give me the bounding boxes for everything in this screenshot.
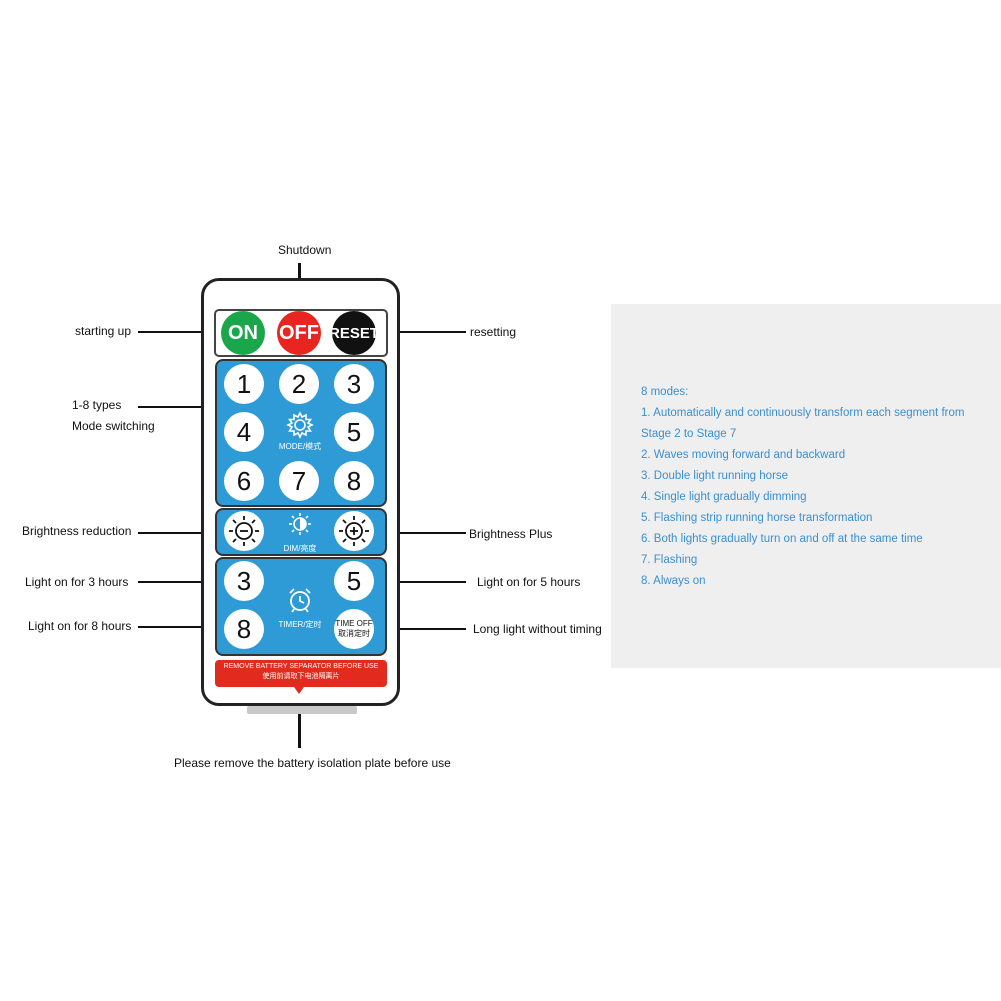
brightness-plus-label: Brightness Plus bbox=[469, 527, 553, 541]
mode-line: 1. Automatically and continuously transf… bbox=[641, 407, 965, 419]
resetting-label: resetting bbox=[470, 325, 517, 339]
light-5h-label: Light on for 5 hours bbox=[477, 575, 581, 589]
brightness-up-button[interactable] bbox=[334, 511, 374, 551]
timer-label: TIMER/定时 bbox=[278, 620, 322, 629]
mode-line: 4. Single light gradually dimming bbox=[641, 491, 807, 503]
key-1[interactable]: 1 bbox=[224, 364, 264, 404]
battery-leader bbox=[298, 712, 301, 748]
battery-note-label: Please remove the battery isolation plat… bbox=[174, 756, 451, 770]
mode-label: MODE/模式 bbox=[278, 442, 322, 451]
sun-minus-icon bbox=[229, 516, 259, 546]
mode-line: 8. Always on bbox=[641, 575, 706, 587]
reset-button[interactable]: RESET bbox=[329, 311, 379, 355]
resetting-leader bbox=[386, 331, 466, 333]
types-label: 1-8 types bbox=[72, 398, 122, 412]
long-light-label: Long light without timing bbox=[473, 622, 602, 636]
on-button[interactable]: ON bbox=[221, 311, 265, 355]
mode-line: 6. Both lights gradually turn on and off… bbox=[641, 533, 923, 545]
sun-plus-icon bbox=[339, 516, 369, 546]
off-button[interactable]: OFF bbox=[277, 311, 321, 355]
brightness-reduction-leader bbox=[138, 532, 220, 534]
timer-5h-button[interactable]: 5 bbox=[334, 561, 374, 601]
mode-line: 3. Double light running horse bbox=[641, 470, 789, 482]
starting-up-label: starting up bbox=[75, 324, 132, 338]
key-2[interactable]: 2 bbox=[279, 364, 319, 404]
light-8h-label: Light on for 8 hours bbox=[28, 619, 132, 633]
time-off-label: TIME OFF bbox=[335, 619, 373, 628]
modes-info-panel: 8 modes: 1. Automatically and continuous… bbox=[611, 304, 1001, 668]
dim-half-sun-icon bbox=[289, 513, 311, 535]
time-off-button[interactable]: TIME OFF 取消定时 bbox=[334, 609, 374, 649]
long-light-leader bbox=[386, 628, 466, 630]
light-3h-leader bbox=[138, 581, 220, 583]
key-4[interactable]: 4 bbox=[224, 412, 264, 452]
time-off-label-cn: 取消定时 bbox=[338, 629, 370, 638]
mode-switching-label: Mode switching bbox=[72, 419, 155, 433]
mode-line: 2. Waves moving forward and backward bbox=[641, 449, 846, 461]
light-3h-label: Light on for 3 hours bbox=[25, 575, 129, 589]
mode-line: 5. Flashing strip running horse transfor… bbox=[641, 512, 873, 524]
mode-line: Stage 2 to Stage 7 bbox=[641, 428, 737, 440]
brightness-reduction-label: Brightness reduction bbox=[22, 524, 132, 538]
warning-text-cn: 使用前请取下电池隔离片 bbox=[262, 673, 340, 680]
mode-gear-icon bbox=[286, 411, 314, 439]
alarm-clock-icon bbox=[289, 588, 311, 613]
mode-leader bbox=[138, 406, 220, 408]
mode-line: 7. Flashing bbox=[641, 554, 698, 566]
battery-tab bbox=[247, 706, 357, 714]
key-7[interactable]: 7 bbox=[279, 461, 319, 501]
key-6[interactable]: 6 bbox=[224, 461, 264, 501]
starting-up-leader bbox=[138, 331, 220, 333]
modes-heading: 8 modes: bbox=[641, 386, 689, 398]
battery-warning-strip: REMOVE BATTERY SEPARATOR BEFORE USE 使用前请… bbox=[215, 660, 387, 687]
warning-text-en: REMOVE BATTERY SEPARATOR BEFORE USE bbox=[223, 663, 379, 670]
timer-3h-button[interactable]: 3 bbox=[224, 561, 264, 601]
brightness-plus-leader bbox=[386, 532, 466, 534]
shutdown-label: Shutdown bbox=[278, 243, 332, 257]
dim-label: DIM/亮度 bbox=[283, 544, 317, 553]
timer-8h-button[interactable]: 8 bbox=[224, 609, 264, 649]
brightness-down-button[interactable] bbox=[224, 511, 264, 551]
key-5[interactable]: 5 bbox=[334, 412, 374, 452]
light-8h-leader bbox=[138, 626, 220, 628]
light-5h-leader bbox=[386, 581, 466, 583]
key-8[interactable]: 8 bbox=[334, 461, 374, 501]
down-arrow-icon bbox=[294, 687, 304, 694]
key-3[interactable]: 3 bbox=[334, 364, 374, 404]
